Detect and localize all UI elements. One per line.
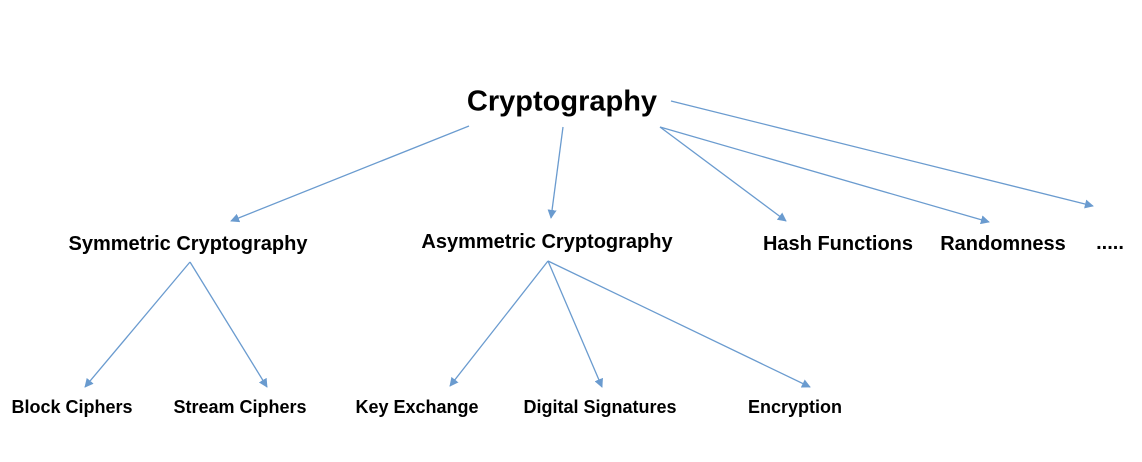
node-digital-signatures: Digital Signatures [523,397,677,417]
node-block-ciphers: Block Ciphers [11,397,133,417]
node-encryption: Encryption [747,397,843,417]
arrow-root-to-hash [659,126,787,222]
arrow-root-to-randomness [659,126,990,225]
node-stream-ciphers: Stream Ciphers [173,397,307,417]
arrow-asymmetric-to-encryption [547,260,811,388]
arrow-symmetric-to-stream [189,261,268,388]
node-hash-functions: Hash Functions [762,233,914,255]
node-more-ellipsis: ..... [1096,232,1124,254]
node-symmetric-cryptography: Symmetric Cryptography [68,233,308,255]
arrow-root-to-asymmetric [547,126,564,219]
root-node-cryptography: Cryptography [466,85,658,118]
node-randomness: Randomness [940,233,1066,255]
node-key-exchange: Key Exchange [355,397,479,417]
arrow-asymmetric-to-digsig [547,260,603,388]
arrow-root-to-more [670,100,1094,209]
arrow-symmetric-to-block [84,261,191,388]
arrow-root-to-symmetric [230,125,470,223]
arrow-asymmetric-to-keyex [449,260,549,387]
node-asymmetric-cryptography: Asymmetric Cryptography [421,231,673,253]
